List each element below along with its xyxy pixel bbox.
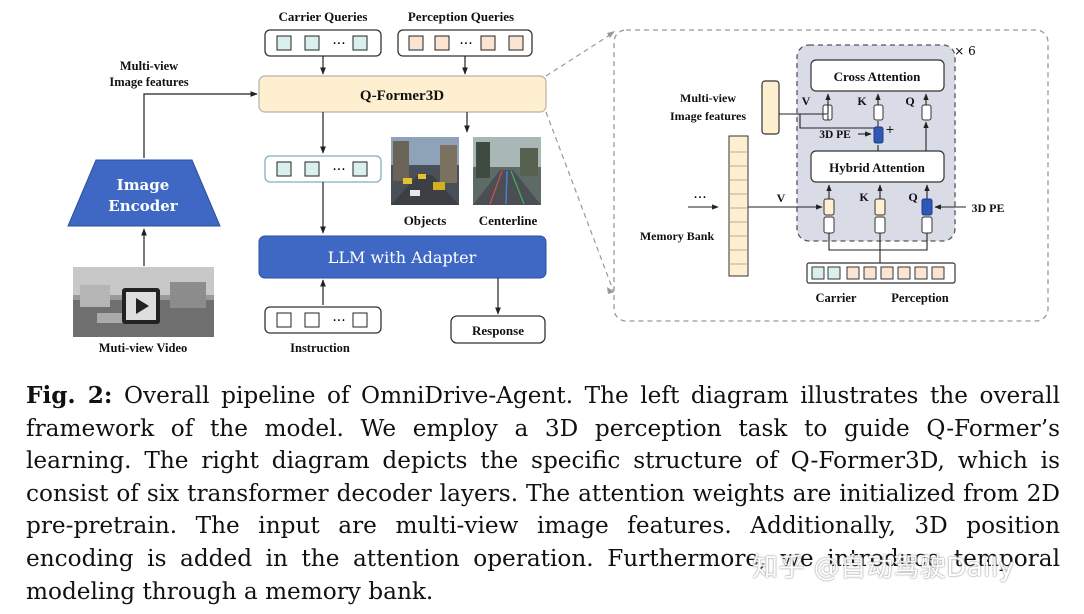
right-multiview-label-1: Multi-view — [680, 91, 736, 105]
cross-attention-label: Cross Attention — [834, 69, 922, 84]
multiview-features-label-2: Image features — [109, 75, 188, 89]
perception-dots: ··· — [459, 36, 472, 52]
carrier-dots: ··· — [332, 36, 345, 52]
figure-caption: Fig. 2: Overall pipeline of OmniDrive-Ag… — [26, 380, 1060, 608]
perception-queries-label: Perception Queries — [408, 9, 514, 24]
output-dots: ··· — [332, 162, 345, 178]
image-encoder-label-2: Encoder — [108, 197, 179, 215]
pe-label-lower: 3D PE — [972, 201, 1005, 215]
image-encoder-block — [67, 159, 221, 227]
multiview-features-label-1: Multi-view — [120, 59, 178, 73]
caption-text: Overall pipeline of OmniDrive-Agent. The… — [26, 382, 1061, 605]
pipeline-figure: Carrier Queries ··· Perception Queries ·… — [67, 9, 1049, 355]
qformer-label: Q-Former3D — [360, 88, 444, 104]
pe-token-upper — [873, 126, 884, 144]
memory-bank-stack — [728, 135, 749, 277]
instruction-label: Instruction — [290, 341, 350, 355]
llm-block — [258, 235, 547, 279]
qformer-block — [258, 75, 547, 113]
plus-sign: + — [885, 123, 894, 136]
perception-label: Perception — [891, 291, 948, 305]
pe-label-upper: 3D PE — [819, 129, 851, 141]
repeat-label: × 6 — [954, 44, 976, 58]
memory-dots: ··· — [693, 190, 706, 206]
image-encoder-label-1: Image — [117, 176, 170, 194]
response-label: Response — [472, 323, 524, 338]
cross-k-label: K — [857, 94, 867, 108]
watermark: 知乎 @自动驾驶Daily — [752, 553, 1015, 583]
centerline-image — [473, 137, 541, 205]
llm-label: LLM with Adapter — [328, 248, 477, 267]
objects-label: Objects — [404, 213, 447, 228]
response-box — [450, 315, 546, 344]
video-thumbnail — [73, 267, 214, 337]
hybrid-q-label: Q — [908, 190, 917, 204]
cross-q-label: Q — [905, 94, 914, 108]
hybrid-attention-label: Hybrid Attention — [829, 160, 925, 175]
cross-v-label: V — [802, 94, 811, 108]
cross-attention-block — [810, 59, 945, 92]
carrier-label: Carrier — [816, 291, 857, 305]
memory-bank-label: Memory Bank — [640, 229, 715, 243]
video-label: Muti-view Video — [99, 341, 188, 355]
right-multiview-label-2: Image features — [670, 109, 746, 123]
hybrid-k-label: K — [859, 190, 869, 204]
carrier-queries-label: Carrier Queries — [279, 9, 368, 24]
image-feature-token — [761, 80, 780, 135]
objects-image — [391, 137, 459, 205]
centerline-label: Centerline — [479, 213, 538, 228]
instruction-dots: ··· — [332, 313, 345, 329]
caption-label: Fig. 2: — [26, 382, 113, 409]
hybrid-v-label: V — [777, 191, 786, 205]
instruction-box — [264, 306, 382, 334]
